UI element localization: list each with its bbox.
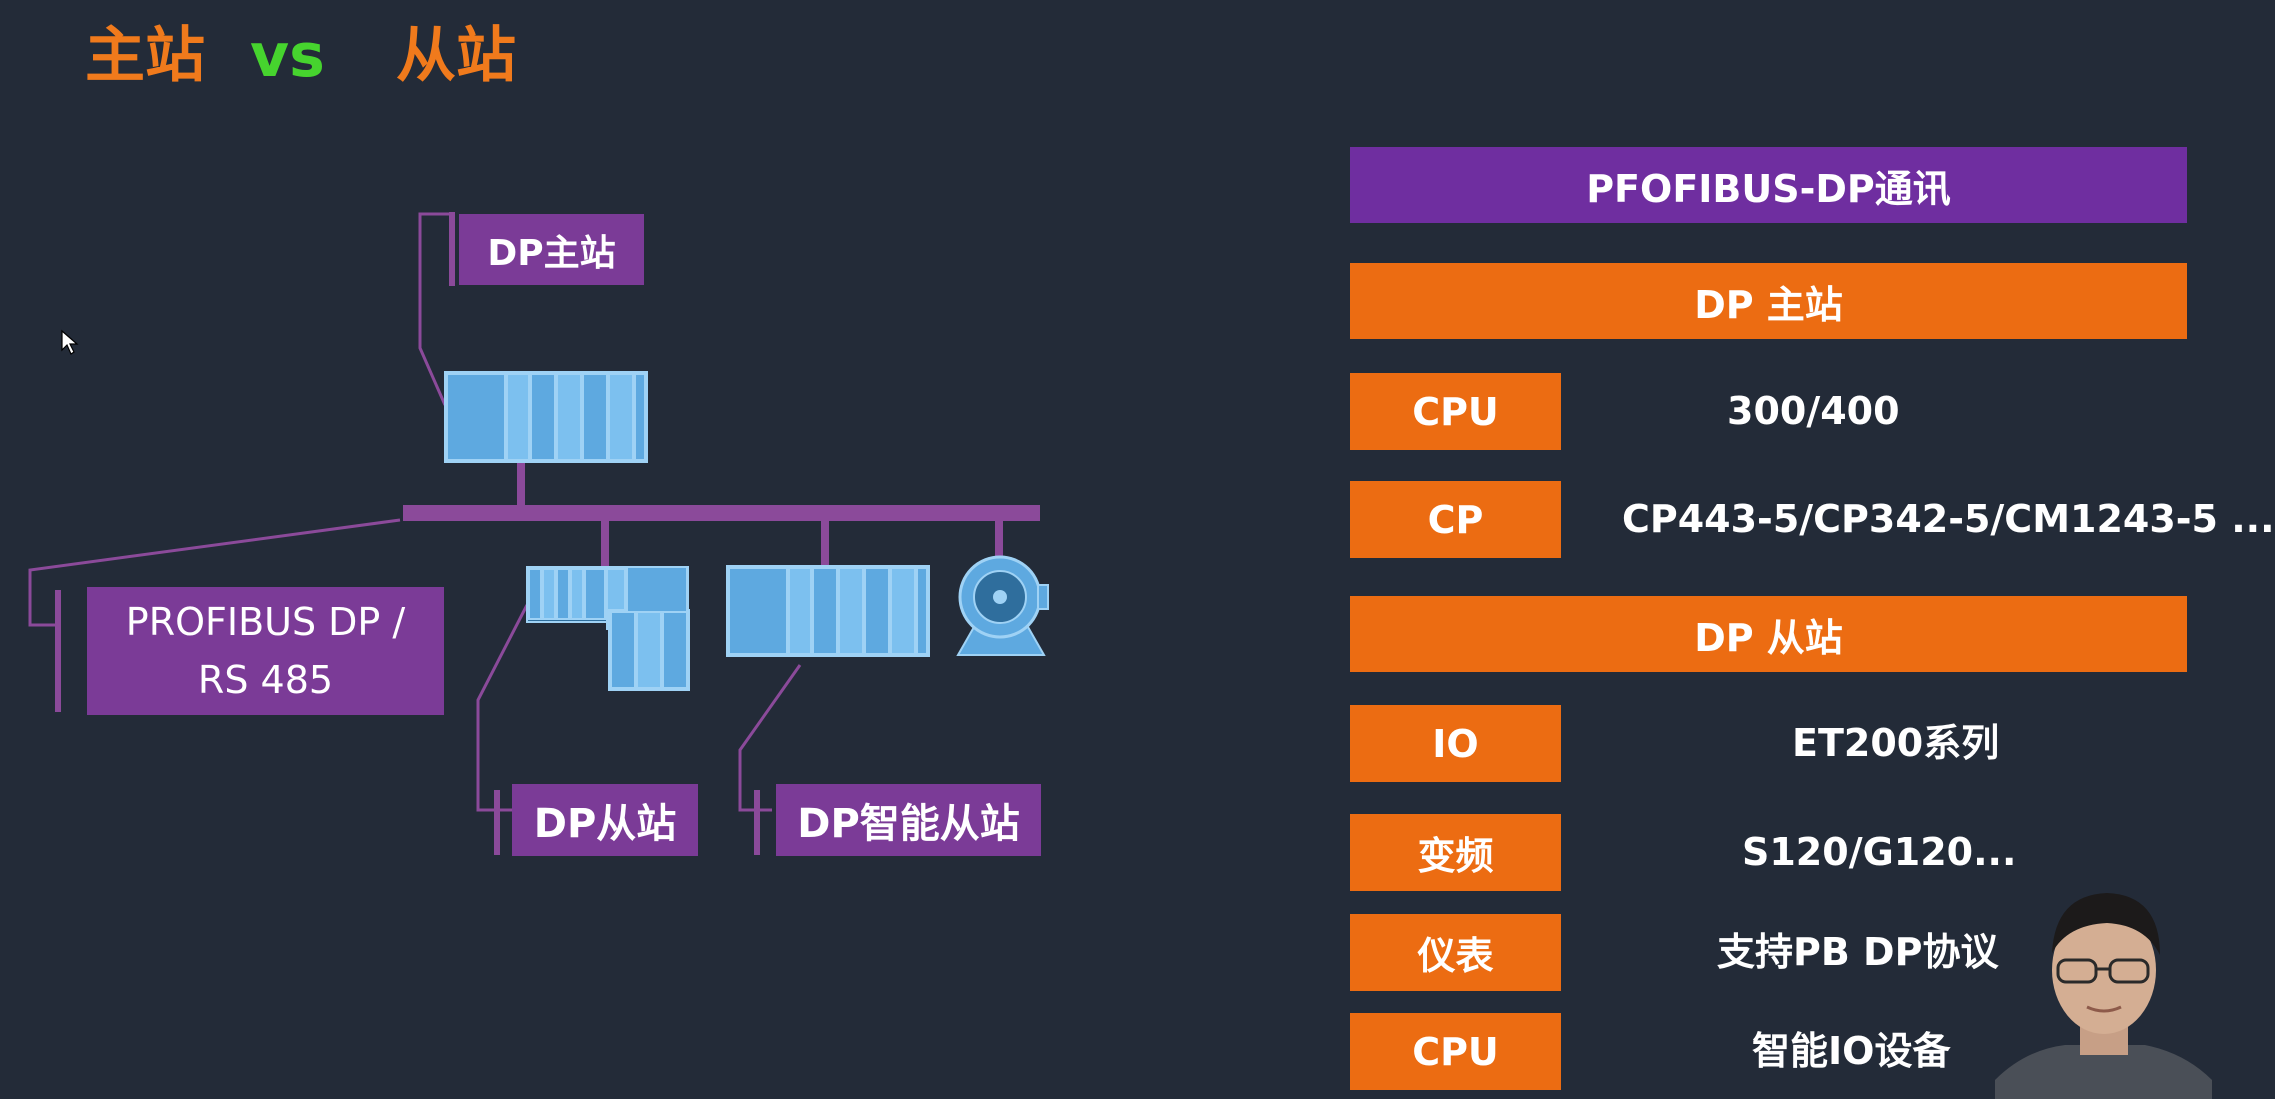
bus-label-line1: PROFIBUS DP /: [125, 600, 406, 644]
profibus-bus-label: PROFIBUS DP / RS 485: [87, 587, 444, 715]
slave-section-bar: DP 从站: [1350, 596, 2187, 672]
network-diagram: [28, 212, 1049, 855]
slave-row-drive-value: S120/G120...: [1742, 830, 2017, 874]
title-master: 主站: [85, 21, 205, 91]
bus-callout-line: [28, 518, 401, 627]
title-slave: 从站: [396, 21, 516, 91]
plc-master-icon: [444, 371, 648, 463]
slave-row-cpu-label: CPU: [1350, 1013, 1561, 1090]
slave-row-instrument-label: 仪表: [1350, 914, 1561, 991]
slave-row-io-value: ET200系列: [1792, 721, 2000, 765]
slave-row-cpu-value: 智能IO设备: [1752, 1029, 1951, 1073]
dp-slave-label: DP从站: [512, 784, 698, 856]
table-title-bar: PFOFIBUS-DP通讯: [1350, 147, 2187, 223]
drive-motor-icon: [956, 555, 1049, 656]
profibus-bus-line: [403, 505, 1040, 521]
plc-smart-slave-icon: [726, 565, 930, 657]
slave-row-instrument-value: 支持PB DP协议: [1717, 930, 1999, 974]
slave-row-drive-label: 变频: [1350, 814, 1561, 891]
et200-slave-icon: [526, 566, 690, 691]
bus-label-line2: RS 485: [197, 658, 334, 702]
master-row-cp-value: CP443-5/CP342-5/CM1243-5 ...: [1622, 497, 2275, 541]
dp-smart-slave-label: DP智能从站: [776, 784, 1041, 856]
dp-master-label: DP主站: [459, 214, 644, 285]
master-callout-line: [418, 212, 452, 406]
master-row-cpu-value: 300/400: [1727, 389, 1900, 433]
master-row-cp-label: CP: [1350, 481, 1561, 558]
slave-row-io-label: IO: [1350, 705, 1561, 782]
master-section-bar: DP 主站: [1350, 263, 2187, 339]
master-row-cpu-label: CPU: [1350, 373, 1561, 450]
title-vs: vs: [250, 21, 325, 91]
presenter-webcam: [1995, 893, 2212, 1099]
mouse-cursor-icon: [61, 329, 79, 355]
slave-callout-line: [476, 604, 529, 812]
